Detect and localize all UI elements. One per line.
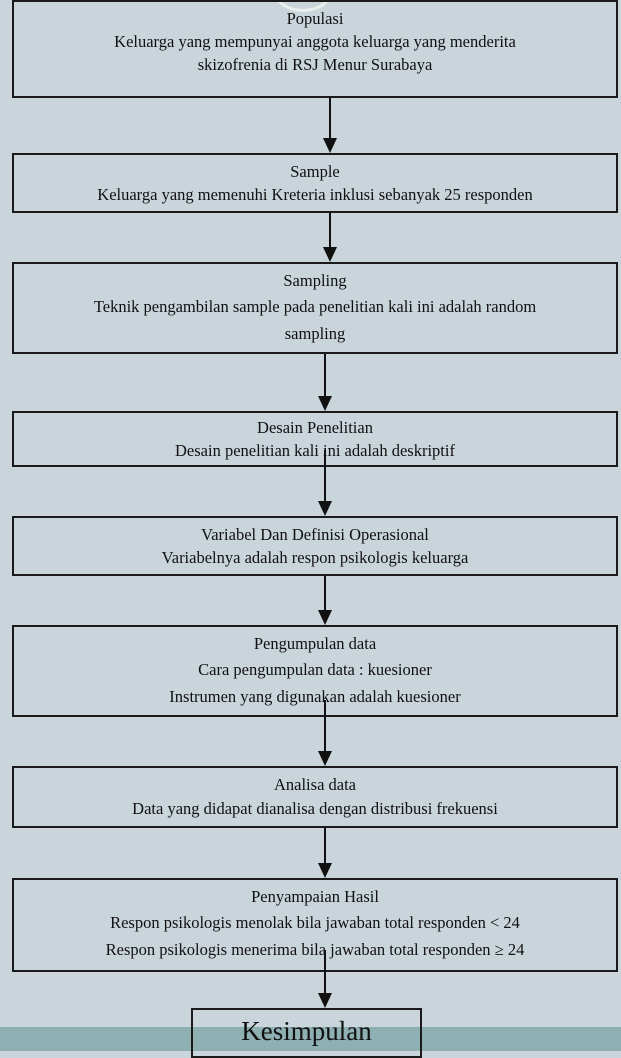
step-text-line: Variabelnya adalah respon psikologis kel… [161, 548, 469, 567]
step-title: Desain Penelitian [257, 418, 373, 437]
step-title: Kesimpulan [241, 1016, 372, 1046]
step-text-line: Teknik pengambilan sample pada penelitia… [93, 297, 537, 316]
step-pengumpulan-data: Pengumpulan data Cara pengumpulan data :… [12, 625, 618, 717]
bottom-band [0, 1027, 621, 1051]
step-text-line: Respon psikologis menolak bila jawaban t… [110, 913, 520, 932]
step-title: Analisa data [273, 775, 356, 794]
step-sampling: Sampling Teknik pengambilan sample pada … [12, 262, 618, 354]
step-text-line: Keluarga yang mempunyai anggota keluarga… [114, 32, 516, 51]
step-title: Penyampaian Hasil [251, 887, 379, 906]
arrow-down-icon [318, 450, 332, 516]
step-sample: Sample Keluarga yang memenuhi Kreteria i… [12, 153, 618, 213]
step-text-line: Respon psikologis menerima bila jawaban … [105, 940, 525, 959]
arrow-down-icon [323, 98, 337, 153]
step-title: Variabel Dan Definisi Operasional [201, 525, 429, 544]
step-title: Pengumpulan data [253, 634, 377, 653]
step-text-line: Cara pengumpulan data : kuesioner [198, 660, 432, 679]
step-analisa-data: Analisa data Data yang didapat dianalisa… [12, 766, 618, 828]
step-text-line: sampling [284, 324, 346, 343]
arrow-down-icon [318, 700, 332, 766]
step-text-line: skizofrenia di RSJ Menur Surabaya [197, 55, 433, 74]
step-desain-penelitian: Desain Penelitian Desain penelitian kali… [12, 411, 618, 467]
step-title: Populasi [286, 9, 344, 28]
step-variabel: Variabel Dan Definisi Operasional Variab… [12, 516, 618, 576]
arrow-down-icon [318, 950, 332, 1008]
arrow-down-icon [318, 576, 332, 625]
arrow-down-icon [323, 213, 337, 262]
arrow-down-icon [318, 828, 332, 878]
step-text-line: Instrumen yang digunakan adalah kuesione… [169, 687, 461, 706]
step-text-line: Keluarga yang memenuhi Kreteria inklusi … [97, 185, 533, 204]
arrow-down-icon [318, 354, 332, 411]
step-title: Sampling [283, 271, 347, 290]
step-penyampaian-hasil: Penyampaian Hasil Respon psikologis meno… [12, 878, 618, 972]
step-text-line: Data yang didapat dianalisa dengan distr… [132, 799, 498, 818]
step-text-line: Desain penelitian kali ini adalah deskri… [175, 441, 455, 460]
step-populasi: Populasi Keluarga yang mempunyai anggota… [12, 0, 618, 98]
step-title: Sample [290, 162, 340, 181]
